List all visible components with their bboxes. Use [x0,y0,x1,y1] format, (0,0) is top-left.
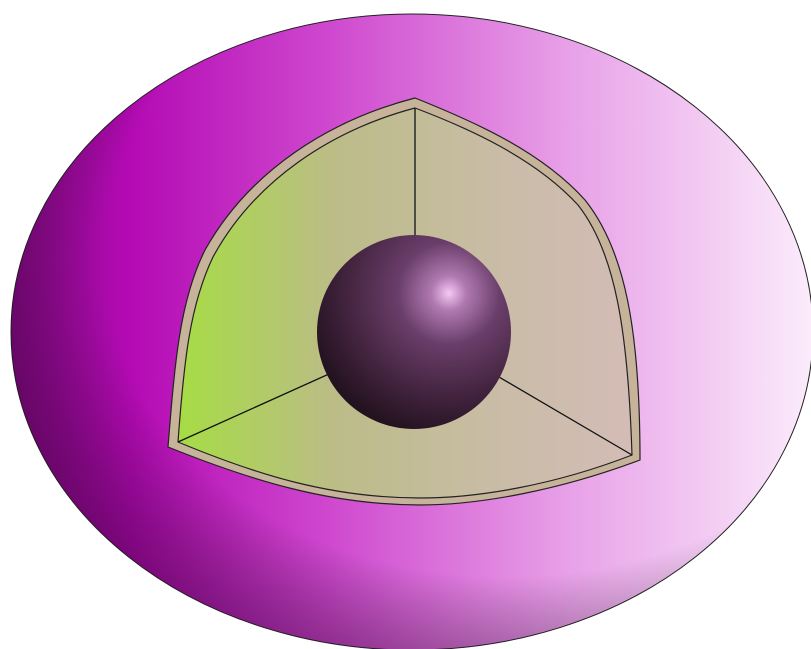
inner-core [317,235,511,429]
